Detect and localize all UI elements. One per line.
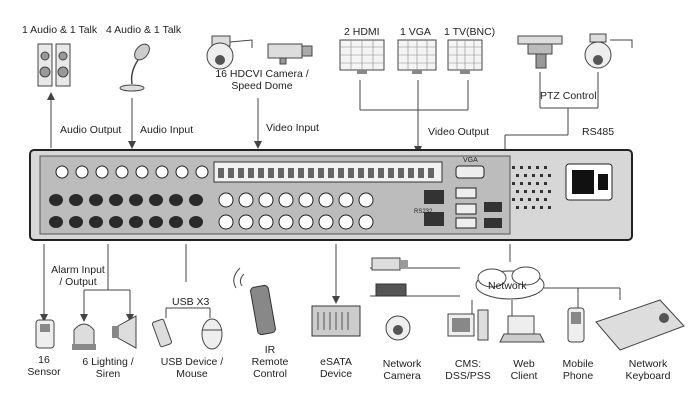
panel-rs232-label: RS232 [414, 209, 433, 215]
ir-remote-icon [233, 267, 276, 336]
mouse-icon [201, 318, 223, 350]
mobile-phone-label: Mobile Phone [562, 358, 594, 382]
network-keyboard-label: Network Keyboard [625, 358, 671, 382]
computer-icon [447, 309, 489, 341]
tv-monitor-icon [447, 39, 483, 74]
siren-icon [72, 323, 96, 350]
speaker-horn-icon [112, 315, 137, 349]
mobile-phone-icon [567, 307, 585, 343]
usb-device-label: USB Device / Mouse [160, 356, 224, 380]
network-camera-icon [371, 257, 411, 341]
rs485-label: RS485 [582, 126, 615, 138]
video-input-label: Video Input [266, 122, 319, 134]
sensor-icon [35, 319, 55, 349]
web-client-label: Web Client [510, 358, 538, 382]
laptop-icon [499, 315, 545, 343]
ptz-mount-icon [517, 35, 563, 69]
alarm-io-label: Alarm Input / Output [51, 264, 105, 288]
network-camera-label: Network Camera [382, 358, 422, 382]
audio-1-talk-label: 1 Audio & 1 Talk [22, 24, 98, 36]
network-keyboard-icon [595, 299, 685, 351]
network-cloud-icon [475, 266, 545, 300]
video-output-label: Video Output [428, 126, 490, 138]
speaker-icon [37, 43, 71, 87]
tv-label: 1 TV(BNC) [444, 26, 496, 38]
ir-remote-label: IR Remote Control [251, 344, 289, 380]
audio-4-talk-label: 4 Audio & 1 Talk [106, 24, 182, 36]
cms-label: CMS: DSS/PSS [445, 358, 491, 382]
ptz-dome-icon [584, 33, 633, 69]
box-camera-icon [267, 43, 313, 65]
sensor-label: 16 Sensor [27, 354, 61, 378]
lighting-siren-label: 6 Lighting / Siren [82, 356, 134, 380]
audio-output-label: Audio Output [60, 124, 122, 136]
panel-vga-label: VGA [463, 157, 478, 164]
speed-dome-camera-icon [206, 35, 253, 70]
dvr-rear-panel [29, 149, 633, 241]
hdmi-monitor-icon [339, 39, 385, 74]
ptz-control-label: PTZ Control [540, 90, 597, 102]
vga-monitor-icon [397, 39, 437, 74]
hdmi-label: 2 HDMI [344, 26, 380, 38]
microphone-icon [119, 43, 150, 92]
usb-x3-label: USB X3 [172, 296, 210, 308]
camera-label: 16 HDCVI Camera / Speed Dome [215, 68, 309, 92]
audio-input-label: Audio Input [140, 124, 194, 136]
esata-device-label: eSATA Device [319, 356, 353, 380]
network-label: Network [488, 280, 527, 292]
vga-label: 1 VGA [400, 26, 431, 38]
esata-device-icon [311, 305, 361, 337]
usb-drive-icon [151, 318, 173, 348]
